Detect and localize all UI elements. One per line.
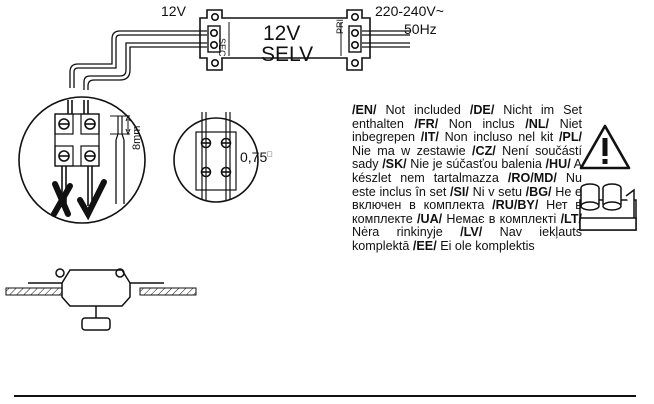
pri-label: PRI — [335, 18, 345, 34]
notice-text: Nie ma w zestawie — [352, 143, 466, 158]
notice-text: Nav iekļauts komplektā — [352, 225, 582, 253]
notice-text: Немає в комплекті — [446, 211, 557, 226]
language-code: /SK/ — [382, 157, 407, 172]
notice-text: Niet inbegrepen — [352, 116, 583, 145]
language-code: /IT/ — [420, 130, 439, 145]
language-code: /LV/ — [460, 225, 483, 240]
language-code: /EN/ — [352, 103, 377, 117]
language-code: /HU/ — [545, 157, 571, 172]
transformer-selv-label: SELV — [261, 43, 314, 66]
frequency-label: 50Hz — [404, 21, 437, 37]
notice-text: Не е включен в комплекта — [352, 184, 583, 213]
language-code: /CZ/ — [471, 143, 496, 158]
notice-text: Není součástí sady — [352, 143, 583, 172]
language-code: /RO/MD/ — [507, 170, 557, 185]
notice-text: Ni v setu — [472, 184, 522, 199]
notice-text: Nu este inclus în set — [352, 170, 582, 199]
language-code: /BG/ — [525, 184, 552, 199]
language-code: /FR/ — [414, 116, 439, 131]
wire-section-value: 0,75 — [240, 149, 268, 165]
not-included-notice: /EN/ Not included /DE/ Nicht im Set enth… — [352, 103, 583, 366]
square-symbol: □ — [267, 149, 273, 159]
primary-wires — [362, 30, 410, 48]
notice-text: Nie je súčasťou balenia — [410, 157, 542, 172]
language-code: /NL/ — [525, 116, 550, 131]
notice-text: Non inclus — [448, 116, 515, 131]
terminal-block-icon — [579, 183, 637, 231]
notice-text: Not included — [385, 103, 461, 117]
transformer-voltage-label: 12V — [263, 22, 301, 45]
wire-section-label: 0,75□ — [240, 150, 272, 164]
language-code: /RU/BY/ — [492, 198, 539, 213]
secondary-voltage-label: 12V — [161, 3, 186, 19]
language-code: /EE/ — [412, 238, 437, 253]
secondary-wires — [69, 30, 207, 90]
language-code: /SI/ — [450, 184, 469, 199]
transformer — [199, 9, 371, 71]
warning-triangle-icon — [579, 124, 631, 170]
check-mark-icon — [77, 179, 107, 221]
notice-text: Nėra rinkinyje — [352, 225, 443, 240]
wire-section-circle — [173, 112, 259, 203]
notice-text: A készlet nem tartalmazza — [352, 157, 582, 185]
notice-text: Нет в комплекте — [352, 198, 582, 226]
notice-text: Non incluso nel kit — [444, 130, 554, 145]
notice-text: Ei ole komplektis — [440, 238, 535, 253]
primary-voltage-label: 220-240V~ — [375, 3, 444, 19]
strip-length-label: 8mm — [131, 125, 143, 150]
language-code: /LT/ — [560, 211, 583, 226]
cross-mark-icon — [51, 181, 73, 217]
sec-label: SEC — [217, 38, 227, 57]
luminaire-section — [5, 268, 197, 331]
language-code: /UA/ — [416, 211, 443, 226]
notice-text: Nicht im Set enthalten — [352, 103, 583, 131]
language-code: /DE/ — [469, 103, 495, 117]
connector-detail-circle — [18, 96, 146, 224]
language-code: /PL/ — [558, 130, 583, 145]
